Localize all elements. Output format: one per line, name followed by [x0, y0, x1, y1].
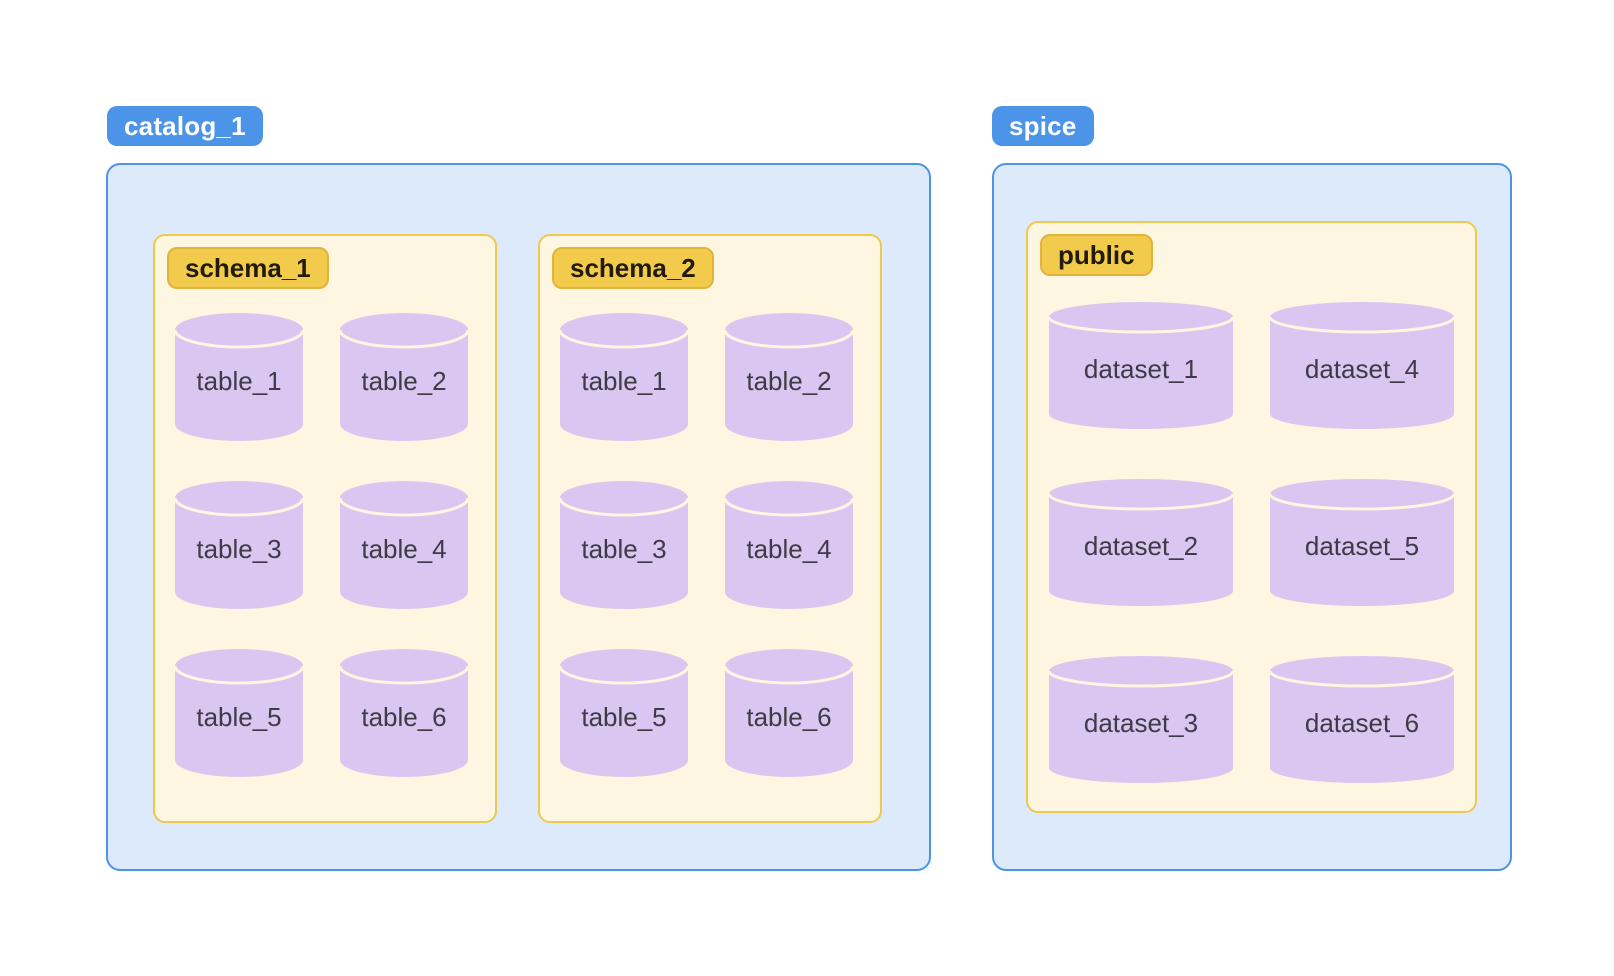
dataset-cylinder: dataset_6 — [1270, 656, 1454, 783]
table-label: table_3 — [581, 533, 667, 564]
table-cylinder: table_4 — [725, 481, 853, 609]
catalog-badge: catalog_1 — [107, 106, 263, 146]
dataset-cylinder: dataset_2 — [1049, 479, 1233, 606]
dataset-label: dataset_3 — [1083, 708, 1199, 738]
table-cylinder: table_5 — [560, 649, 688, 777]
table-cylinder: table_6 — [340, 649, 468, 777]
dataset-label: dataset_4 — [1304, 354, 1420, 384]
table-cylinder: table_5 — [175, 649, 303, 777]
table-label: table_2 — [361, 365, 447, 396]
table-cylinder: table_3 — [560, 481, 688, 609]
dataset-cylinder: dataset_1 — [1049, 302, 1233, 429]
table-label: table_3 — [196, 533, 282, 564]
table-cylinder: table_1 — [560, 313, 688, 441]
table-cylinder: table_4 — [340, 481, 468, 609]
dataset-cylinder: dataset_5 — [1270, 479, 1454, 606]
table-cylinder: table_6 — [725, 649, 853, 777]
catalog-container: schema_1 table_1 table_2 table_3 table_4 — [106, 163, 931, 871]
dataset-label: dataset_2 — [1083, 531, 1199, 561]
schema-1-box: schema_1 table_1 table_2 table_3 table_4 — [153, 234, 497, 823]
table-cylinder: table_1 — [175, 313, 303, 441]
dataset-cylinder: dataset_4 — [1270, 302, 1454, 429]
table-label: table_6 — [746, 701, 832, 732]
dataset-label: dataset_1 — [1083, 354, 1199, 384]
table-label: table_1 — [196, 365, 282, 396]
schema-2-table-grid: table_1 table_2 table_3 table_4 table_5 — [560, 313, 853, 777]
table-label: table_5 — [196, 701, 282, 732]
dataset-label: dataset_6 — [1304, 708, 1420, 738]
public-dataset-grid: dataset_1 dataset_4 dataset_2 dataset_5 … — [1049, 302, 1454, 783]
table-cylinder: table_2 — [725, 313, 853, 441]
spice-container: public dataset_1 dataset_4 dataset_2 da — [992, 163, 1512, 871]
table-label: table_6 — [361, 701, 447, 732]
table-label: table_4 — [746, 533, 832, 564]
table-cylinder: table_2 — [340, 313, 468, 441]
dataset-label: dataset_5 — [1304, 531, 1420, 561]
table-label: table_2 — [746, 365, 832, 396]
schema-1-badge: schema_1 — [167, 247, 329, 289]
table-label: table_5 — [581, 701, 667, 732]
table-cylinder: table_3 — [175, 481, 303, 609]
schema-2-box: schema_2 table_1 table_2 table_3 table_4 — [538, 234, 882, 823]
spice-badge: spice — [992, 106, 1094, 146]
table-label: table_4 — [361, 533, 447, 564]
public-schema-badge: public — [1040, 234, 1153, 276]
public-schema-box: public dataset_1 dataset_4 dataset_2 da — [1026, 221, 1477, 813]
schema-1-table-grid: table_1 table_2 table_3 table_4 table_5 — [175, 313, 468, 777]
dataset-cylinder: dataset_3 — [1049, 656, 1233, 783]
table-label: table_1 — [581, 365, 667, 396]
schema-2-badge: schema_2 — [552, 247, 714, 289]
